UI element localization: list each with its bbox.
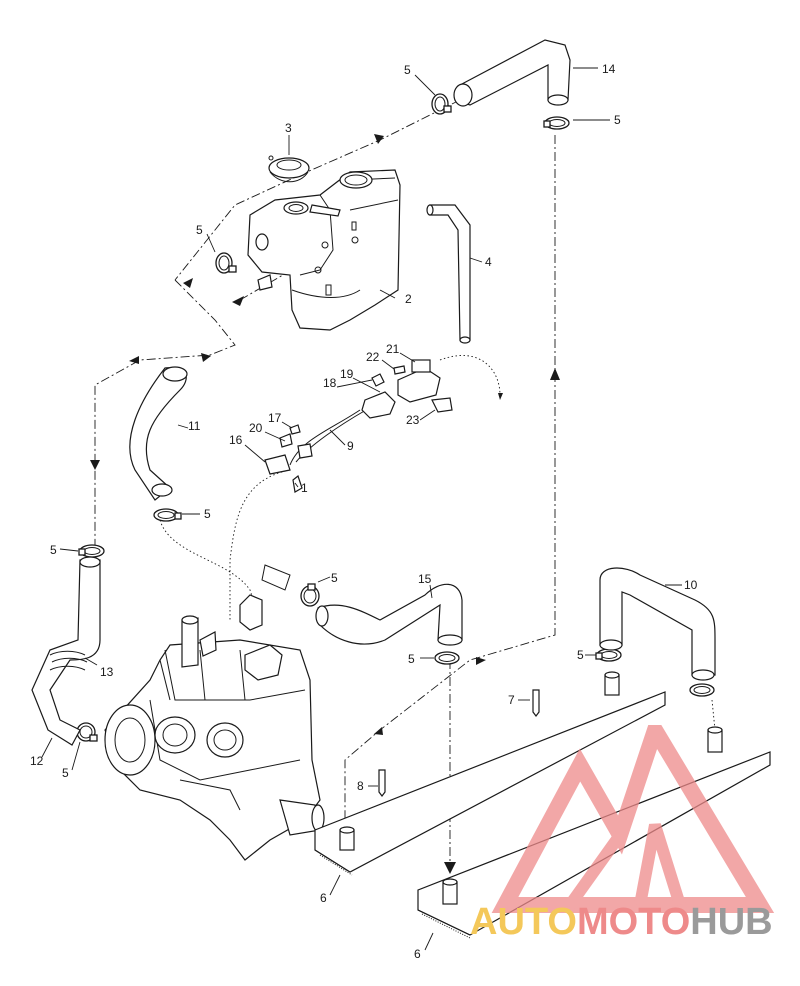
- clamp-10-left: [595, 648, 622, 662]
- watermark-moto: MOTO: [576, 901, 691, 943]
- clamp-top-left: [431, 93, 452, 115]
- callout-10: 10: [684, 578, 698, 592]
- callout-18: 18: [323, 376, 337, 390]
- clamps-5: [76, 93, 715, 742]
- callout-20: 20: [249, 421, 263, 435]
- callout-5-hose-15-top: 5: [331, 571, 338, 585]
- watermark-hub: HUB: [690, 901, 773, 943]
- clamp-15-bottom: [434, 651, 460, 665]
- callout-14: 14: [602, 62, 616, 76]
- clamp-10-right: [689, 683, 715, 697]
- callout-2: 2: [405, 292, 412, 306]
- callout-5-tank: 5: [196, 223, 203, 237]
- callout-5-hose-11: 5: [204, 507, 211, 521]
- callout-11: 11: [188, 419, 201, 433]
- callout-9: 9: [347, 439, 354, 453]
- callout-8: 8: [357, 779, 364, 793]
- hose-11: [129, 366, 188, 501]
- hose-14: [453, 39, 571, 107]
- callout-5-hose-12: 5: [62, 766, 69, 780]
- callout-22: 22: [366, 350, 380, 364]
- callout-5-hose-13: 5: [50, 543, 57, 557]
- hose-10: [599, 567, 716, 681]
- clamp-12: [76, 722, 98, 742]
- screws-7-8: [378, 689, 540, 797]
- watermark-text: AUTOMOTOHUB: [470, 897, 773, 947]
- clamp-13: [78, 544, 105, 558]
- callout-3: 3: [285, 121, 292, 135]
- clamp-tank: [215, 252, 237, 274]
- callout-13: 13: [100, 665, 114, 679]
- callout-5-top-right: 5: [614, 113, 621, 127]
- sensor-harness-9: [264, 359, 453, 493]
- callout-6-lower: 6: [414, 947, 421, 961]
- engine-block: [104, 594, 325, 861]
- callout-12: 12: [30, 754, 44, 768]
- radiator-cap-3: [268, 155, 310, 183]
- hose-13: [31, 556, 101, 746]
- callout-4: 4: [485, 255, 492, 269]
- callout-5-hose-10: 5: [577, 648, 584, 662]
- callout-19: 19: [340, 367, 354, 381]
- watermark-triangle-mark: [491, 725, 775, 913]
- callout-7: 7: [508, 693, 515, 707]
- callout-1: 1: [301, 481, 308, 495]
- callout-labels: 1 2 3 4 5 5 5 5 5 5 5 5 5 6 6 7 8 9 10 1…: [30, 62, 698, 961]
- callout-23: 23: [406, 413, 420, 427]
- clamp-11: [153, 508, 182, 522]
- clamp-15-top: [300, 583, 320, 607]
- callout-17: 17: [268, 411, 282, 425]
- callout-5-top-left: 5: [404, 63, 411, 77]
- flow-arrowheads: [90, 134, 560, 874]
- radiator-6-upper: [314, 671, 666, 876]
- callout-5-hose-15-bottom: 5: [408, 652, 415, 666]
- clamp-top-right: [543, 116, 570, 130]
- watermark-logo: [491, 725, 775, 913]
- callout-16: 16: [229, 433, 243, 447]
- callout-21: 21: [386, 342, 400, 356]
- hose-15: [261, 564, 463, 646]
- coolant-tank-2: [247, 169, 401, 331]
- callout-6-upper: 6: [320, 891, 327, 905]
- leader-lines: [41, 67, 682, 951]
- callout-15: 15: [418, 572, 432, 586]
- watermark-auto: AUTO: [470, 901, 577, 943]
- hose-4: [426, 204, 471, 344]
